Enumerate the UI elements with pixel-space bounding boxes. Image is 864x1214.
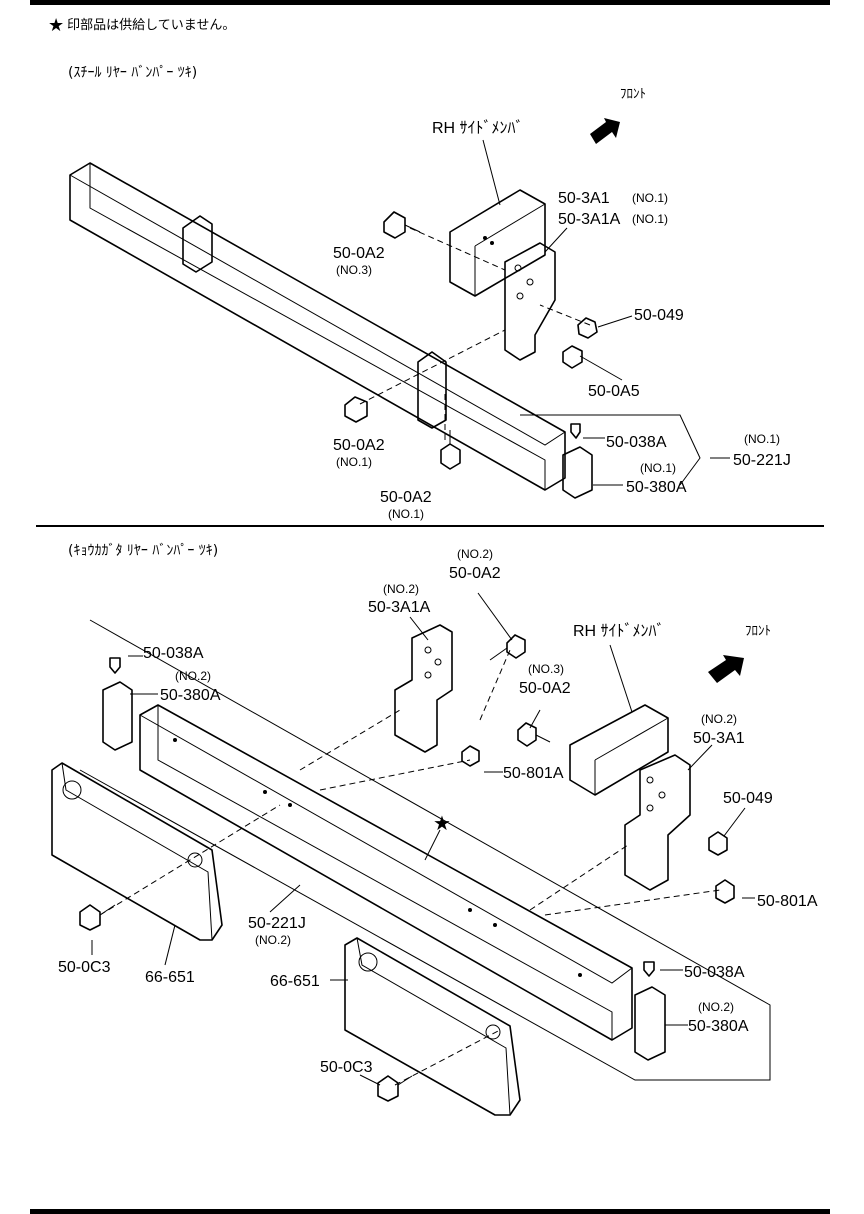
label-50-380a-note-top: (NO.1): [640, 461, 676, 475]
label-50-0a2-no1-bottom-note: (NO.1): [388, 507, 424, 521]
label-50-0a2-no3-top: 50-0A2: [333, 245, 385, 262]
section-divider: [36, 525, 824, 527]
label-50-0a2-no3-note-bottom: (NO.3): [528, 662, 564, 676]
clip-50-038a-right: [643, 961, 655, 977]
label-66-651-right: 66-651: [270, 973, 320, 990]
nut-50-049-bottom: [708, 831, 728, 856]
label-50-0a2-no3-bottom: 50-0A2: [519, 680, 571, 697]
nut-50-801a-right: [715, 879, 735, 904]
label-50-038a-top: 50-038A: [606, 434, 667, 451]
bolt-50-0a2-no1-bottom: [440, 430, 461, 470]
label-50-3a1-no2-note: (NO.2): [701, 712, 737, 726]
label-50-221j-top: 50-221J: [733, 452, 791, 469]
license-plate-bracket-left: [51, 762, 223, 941]
bumper-beam-50-221j: [139, 704, 633, 1041]
supply-note: ★印部品は供給していません。: [48, 14, 235, 36]
label-50-3a1-top: 50-3A1: [558, 190, 610, 207]
leaders-top: [482, 139, 730, 486]
label-50-380a-left-note: (NO.2): [175, 669, 211, 683]
bracket-50-3a1a-bottom: [394, 624, 453, 753]
collar-50-0a5-top: [562, 345, 583, 369]
star-marker-icon: ★: [433, 813, 451, 835]
label-50-0c3-left: 50-0C3: [58, 959, 111, 976]
label-rh-side-member-bottom: RH ｻｲﾄﾞﾒﾝﾊﾞ: [573, 622, 665, 640]
front-arrow-bottom: [708, 655, 744, 683]
clip-50-038a-top: [570, 423, 581, 439]
cushion-50-380a-top: [562, 446, 593, 499]
label-50-3a1-no2: 50-3A1: [693, 730, 745, 747]
leaders-bottom: [91, 592, 755, 1086]
assembly-outline: [79, 619, 771, 1081]
label-front-top: ﾌﾛﾝﾄ: [620, 87, 646, 102]
label-50-3a1a-top: 50-3A1A: [558, 211, 621, 228]
label-66-651-left: 66-651: [145, 969, 195, 986]
screw-50-0c3-right: [377, 1075, 413, 1102]
label-50-0a5-top: 50-0A5: [588, 383, 640, 400]
label-50-380a-left: 50-380A: [160, 687, 221, 704]
label-50-221j-no2: 50-221J: [248, 915, 306, 932]
label-50-380a-top: 50-380A: [626, 479, 687, 496]
nut-50-801a-left: [461, 745, 480, 767]
label-50-0c3-right: 50-0C3: [320, 1059, 373, 1076]
label-front-bottom: ﾌﾛﾝﾄ: [745, 624, 771, 639]
cushion-50-380a-right: [634, 986, 666, 1061]
label-50-0a2-no3-note-top: (NO.3): [336, 263, 372, 277]
bolt-50-0a2-no2-bottom: [489, 634, 526, 661]
label-50-801a-right: 50-801A: [757, 893, 818, 910]
label-50-3a1-note-top: (NO.1): [632, 191, 668, 205]
screw-50-0c3-left: [79, 904, 116, 931]
label-50-0a2-no1-bottom: 50-0A2: [380, 489, 432, 506]
bracket-50-3a1-top: [504, 242, 556, 361]
star-icon: ★: [48, 15, 65, 36]
label-50-0a2-no2-note: (NO.2): [457, 547, 493, 561]
bracket-50-3a1-bottom: [624, 754, 691, 891]
bottom-border: [30, 1209, 830, 1214]
bolt-50-0a2-no3-top: [383, 211, 421, 239]
rh-side-member-top: [449, 189, 546, 297]
frame-rail: [69, 162, 566, 491]
label-rh-side-member-top: RH ｻｲﾄﾞﾒﾝﾊﾞ: [432, 119, 524, 137]
section-title-steel: (ｽﾁｰﾙ ﾘﾔｰ ﾊﾞﾝﾊﾟｰ ﾂｷ): [68, 65, 198, 81]
label-50-0a2-no2: 50-0A2: [449, 565, 501, 582]
label-50-0a2-no1-left-note: (NO.1): [336, 455, 372, 469]
supply-note-text: 印部品は供給していません。: [67, 18, 236, 33]
clip-50-038a-left: [109, 657, 121, 674]
label-50-049-top: 50-049: [634, 307, 684, 324]
rh-side-member-bottom: [569, 704, 669, 796]
license-plate-bracket-right: [344, 937, 521, 1116]
label-50-380a-right: 50-380A: [688, 1018, 749, 1035]
cushion-50-380a-left: [102, 681, 133, 751]
label-50-3a1a-no2: 50-3A1A: [368, 599, 431, 616]
nut-50-049-top: [577, 317, 598, 339]
bolt-50-0a2-no1-left: [344, 396, 368, 423]
label-50-3a1a-note-top: (NO.1): [632, 212, 668, 226]
label-50-049-bottom: 50-049: [723, 790, 773, 807]
label-50-0a2-no1-left: 50-0A2: [333, 437, 385, 454]
front-arrow-top: [590, 118, 620, 144]
label-50-380a-right-note: (NO.2): [698, 1000, 734, 1014]
label-50-038a-right: 50-038A: [684, 964, 745, 981]
label-50-221j-no2-note: (NO.2): [255, 933, 291, 947]
bolt-50-0a2-no3-bottom: [517, 722, 551, 747]
label-50-038a-left: 50-038A: [143, 645, 204, 662]
label-50-221j-note-top: (NO.1): [744, 432, 780, 446]
label-50-801a-left: 50-801A: [503, 765, 564, 782]
label-50-3a1a-no2-note: (NO.2): [383, 582, 419, 596]
top-border: [30, 0, 830, 5]
section-title-reinforced: (ｷｮｳｶｶﾞﾀ ﾘﾔｰ ﾊﾞﾝﾊﾟｰ ﾂｷ): [68, 543, 219, 559]
